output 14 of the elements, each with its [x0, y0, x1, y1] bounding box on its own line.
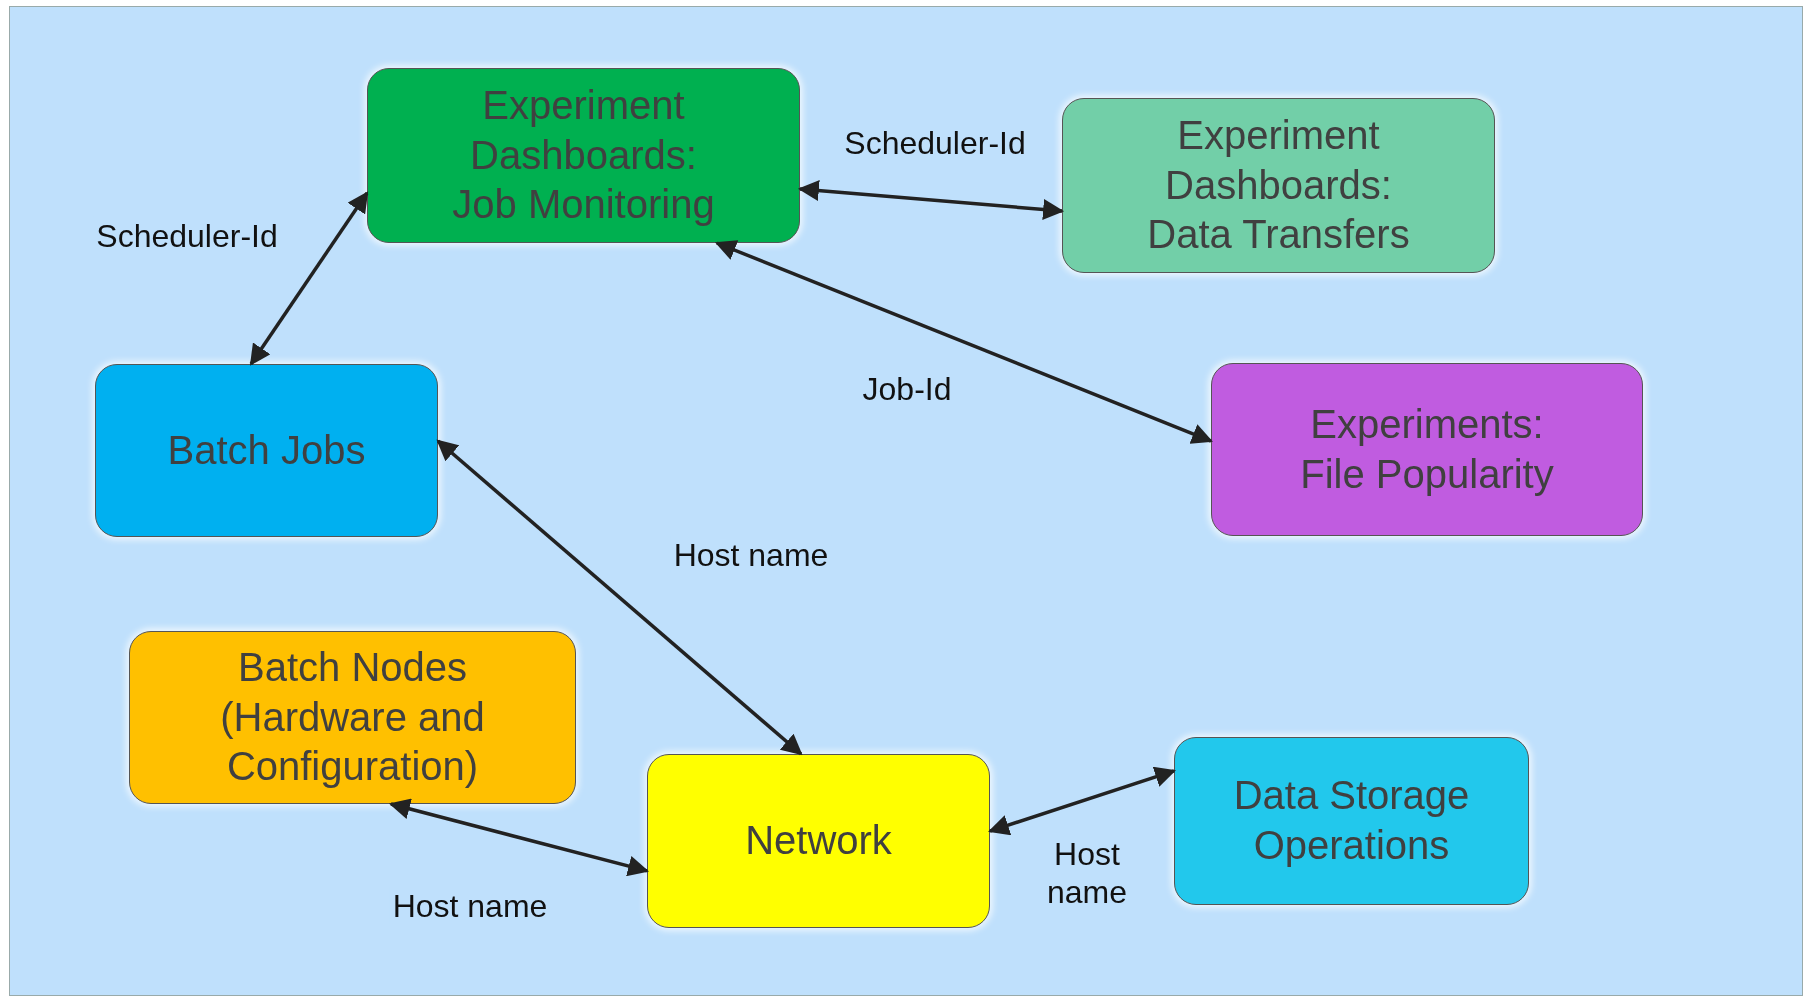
double-arrow	[436, 439, 803, 756]
double-arrow	[388, 798, 650, 877]
process-box: Experiment Dashboards: Data Transfers	[1062, 98, 1495, 273]
double-arrow	[988, 766, 1176, 836]
process-box: Experiments: File Popularity	[1211, 363, 1643, 536]
process-box: Data Storage Operations	[1174, 737, 1529, 905]
panel-background	[9, 6, 1803, 996]
double-arrow	[249, 191, 369, 366]
process-box: Network	[647, 754, 990, 928]
double-arrow	[797, 180, 1065, 220]
process-box: Experiment Dashboards: Job Monitoring	[367, 68, 800, 243]
double-arrow	[714, 240, 1213, 444]
process-box: Batch Jobs	[95, 364, 438, 537]
process-box: Batch Nodes (Hardware and Configuration)	[129, 631, 576, 804]
